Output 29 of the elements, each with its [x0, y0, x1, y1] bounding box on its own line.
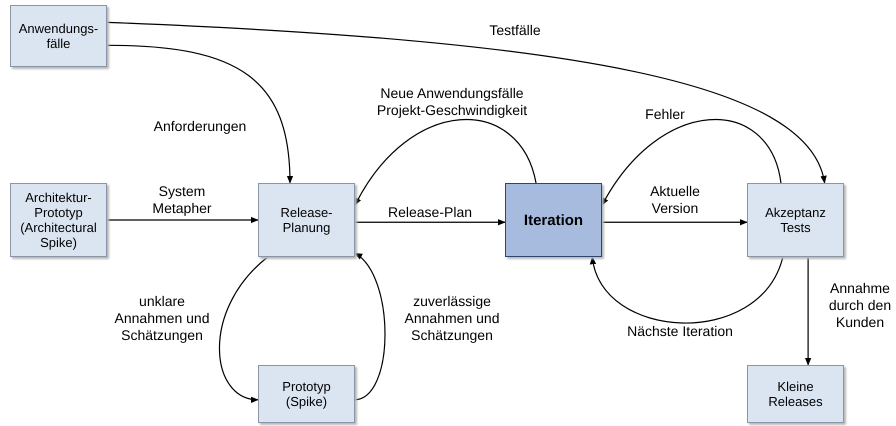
- process-box: Prototyp (Spike): [258, 365, 355, 423]
- edge-label: System Metapher: [151, 183, 213, 217]
- arrow: [804, 257, 812, 366]
- process-box: Release- Planung: [258, 183, 355, 257]
- arrow: [106, 44, 293, 184]
- edge-label: Nächste Iteration: [626, 322, 734, 340]
- arrow: [218, 256, 268, 402]
- arrow: [354, 119, 537, 206]
- edge-label: Anforderungen: [152, 118, 248, 134]
- process-box: Architektur- Prototyp (Architectural Spike): [10, 183, 107, 257]
- edge-label: Fehler: [644, 106, 686, 122]
- arrow: [355, 219, 506, 226]
- edge-label: unklare Annahmen und Schätzungen: [114, 292, 210, 344]
- edge-label: Testfälle: [488, 22, 542, 38]
- edge-label: Release-Plan: [386, 204, 474, 220]
- process-box: Anwendungs- fälle: [10, 5, 107, 67]
- arrow: [591, 256, 784, 324]
- process-box: Kleine Releases: [747, 365, 844, 423]
- arrow: [107, 216, 259, 224]
- edge-label: Neue Anwendungsfälle Projekt-Geschwindigkeit: [376, 85, 528, 119]
- edge-label: zuverlässige Annahmen und Schätzungen: [404, 292, 500, 344]
- process-box: Akzeptanz Tests: [747, 183, 844, 257]
- arrow: [602, 219, 748, 226]
- edge-label: Aktuelle Version: [649, 183, 701, 217]
- process-box: Iteration: [505, 183, 602, 257]
- arrow: [354, 252, 386, 400]
- arrow: [601, 119, 782, 206]
- arrow: [106, 22, 826, 184]
- edge-label: Annahme durch den Kunden: [828, 280, 892, 330]
